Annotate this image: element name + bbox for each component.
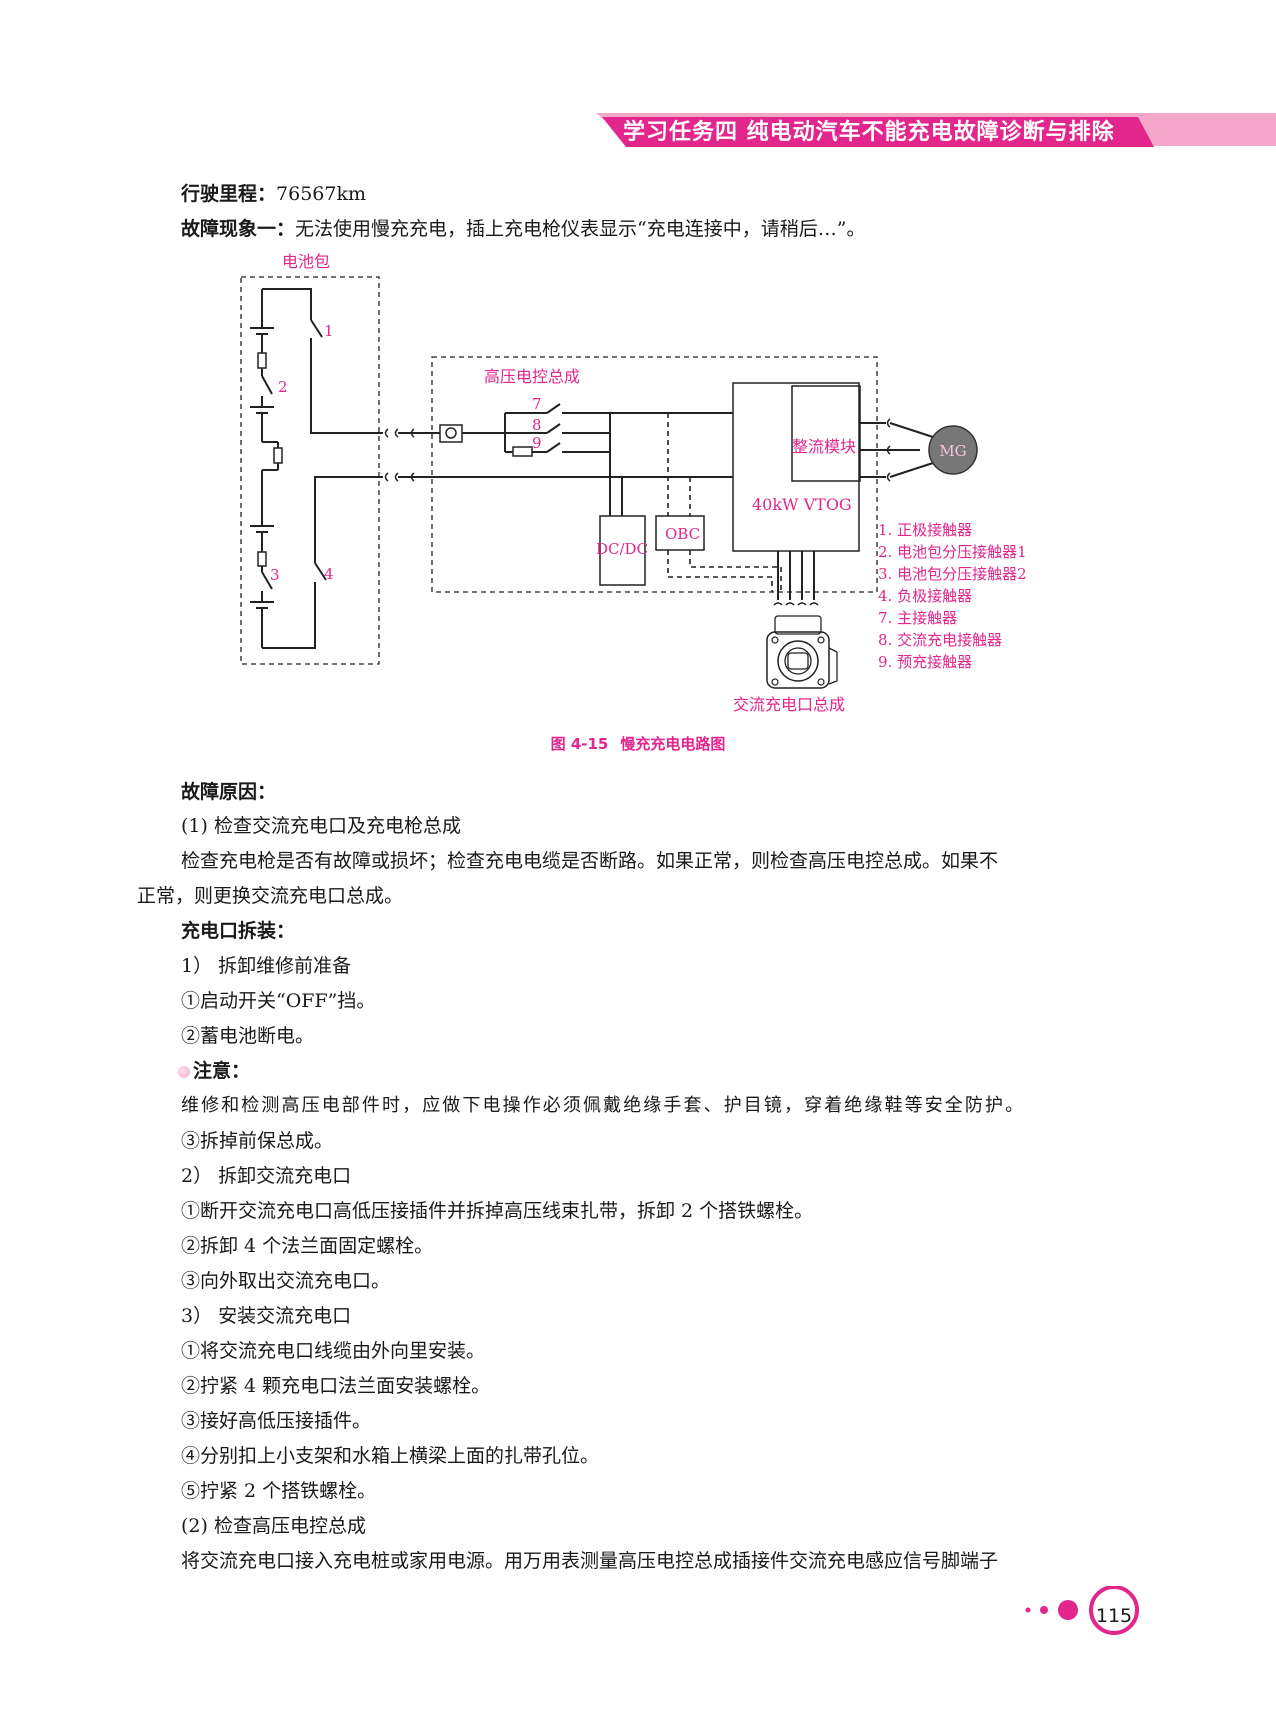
legend-item: 7. 主接触器 — [878, 609, 957, 627]
contactor-2-number: 2 — [278, 378, 288, 396]
circuit-diagram: MG 电池包 高压电控总成 整流模块 40kW VTOG DC/DC OBC 交… — [240, 252, 1027, 714]
disassembly-heading: 充电口拆装： — [181, 920, 296, 942]
mileage-line: 行驶里程：76567km — [181, 181, 1141, 207]
sub-step: ④分别扣上小支架和水箱上横梁上面的扎带孔位。 — [181, 1445, 600, 1467]
sub-step: ②拆卸 4 个法兰面固定螺栓。 — [181, 1235, 434, 1257]
legend-item: 1. 正极接触器 — [878, 521, 972, 539]
sub-step: ③接好高低压接插件。 — [181, 1410, 372, 1432]
legend-item: 2. 电池包分压接触器1 — [878, 543, 1027, 561]
paragraph: 正常，则更换交流充电口总成。 — [137, 885, 404, 907]
mileage-label: 行驶里程： — [181, 183, 277, 205]
fault-line: 故障现象一：无法使用慢充充电，插上充电枪仪表显示“充电连接中，请稍后…”。 — [181, 216, 1141, 242]
chapter-title: 学习任务四 纯电动汽车不能充电故障诊断与排除 — [623, 120, 1115, 145]
sub-step: 3） 安装交流充电口 — [181, 1305, 352, 1327]
contactor-7-number: 7 — [532, 395, 542, 413]
contactor-8-number: 8 — [532, 416, 542, 434]
figure-number: 图 4-15 — [550, 735, 609, 753]
battery-pack-label: 电池包 — [282, 252, 330, 271]
sub-step: ③向外取出交流充电口。 — [181, 1270, 391, 1292]
rectifier-label: 整流模块 — [792, 437, 856, 456]
page-number-badge — [1025, 1586, 1139, 1635]
figure-title: 慢充充电电路图 — [620, 735, 726, 753]
note-text: 维修和检测高压电部件时，应做下电操作必须佩戴绝缘手套、护目镜，穿着绝缘鞋等安全防… — [181, 1095, 1026, 1116]
note-label: 注意： — [193, 1060, 251, 1082]
note-heading: 注意： — [178, 1058, 1138, 1084]
fault-label: 故障现象一： — [181, 218, 296, 240]
legend-item: 4. 负极接触器 — [878, 587, 972, 605]
page-number: 115 — [1095, 1605, 1133, 1627]
legend-item: 9. 预充接触器 — [878, 653, 972, 671]
paragraph: 检查充电枪是否有故障或损坏；检查充电电缆是否断路。如果正常，则检查高压电控总成。… — [181, 850, 999, 872]
sub-step: 1） 拆卸维修前准备 — [181, 955, 352, 977]
note-bullet-icon — [178, 1066, 190, 1078]
step-2-heading: (2) 检查高压电控总成 — [181, 1515, 366, 1537]
paragraph: 将交流充电口接入充电桩或家用电源。用万用表测量高压电控总成插接件交流充电感应信号… — [181, 1550, 999, 1572]
motor-label: MG — [939, 442, 966, 460]
sub-step: ①断开交流充电口高低压接插件并拆掉高压线束扎带，拆卸 2 个搭铁螺栓。 — [181, 1200, 814, 1222]
contactor-9-number: 9 — [532, 434, 542, 452]
fault-text: 无法使用慢充充电，插上充电枪仪表显示“充电连接中，请稍后…”。 — [295, 218, 866, 240]
vtog-label: 40kW VTOG — [752, 495, 852, 514]
legend-item: 8. 交流充电接触器 — [878, 631, 1002, 649]
sub-step: ②蓄电池断电。 — [181, 1025, 315, 1047]
sub-step: ①将交流充电口线缆由外向里安装。 — [181, 1340, 486, 1362]
figure-caption: 图 4-15 慢充充电电路图 — [0, 733, 1276, 754]
sub-step: ③拆掉前保总成。 — [181, 1130, 334, 1152]
contactor-4-number: 4 — [324, 565, 334, 583]
sub-step: ⑤拧紧 2 个搭铁螺栓。 — [181, 1480, 377, 1502]
dcdc-label: DC/DC — [596, 540, 648, 558]
step-1-heading: (1) 检查交流充电口及充电枪总成 — [181, 815, 461, 837]
obc-label: OBC — [665, 525, 700, 543]
cause-heading: 故障原因： — [181, 781, 277, 803]
sub-step: ②拧紧 4 颗充电口法兰面安装螺栓。 — [181, 1375, 491, 1397]
contactor-3-number: 3 — [270, 566, 280, 584]
contactor-1-number: 1 — [324, 322, 334, 340]
sub-step: 2） 拆卸交流充电口 — [181, 1165, 352, 1187]
hv-control-label: 高压电控总成 — [484, 367, 580, 386]
header-band — [596, 113, 1276, 147]
mileage-value: 76567km — [276, 183, 366, 205]
sub-step: ①启动开关“OFF”挡。 — [181, 990, 376, 1012]
ac-port-label: 交流充电口总成 — [733, 695, 845, 714]
legend-item: 3. 电池包分压接触器2 — [878, 565, 1027, 583]
